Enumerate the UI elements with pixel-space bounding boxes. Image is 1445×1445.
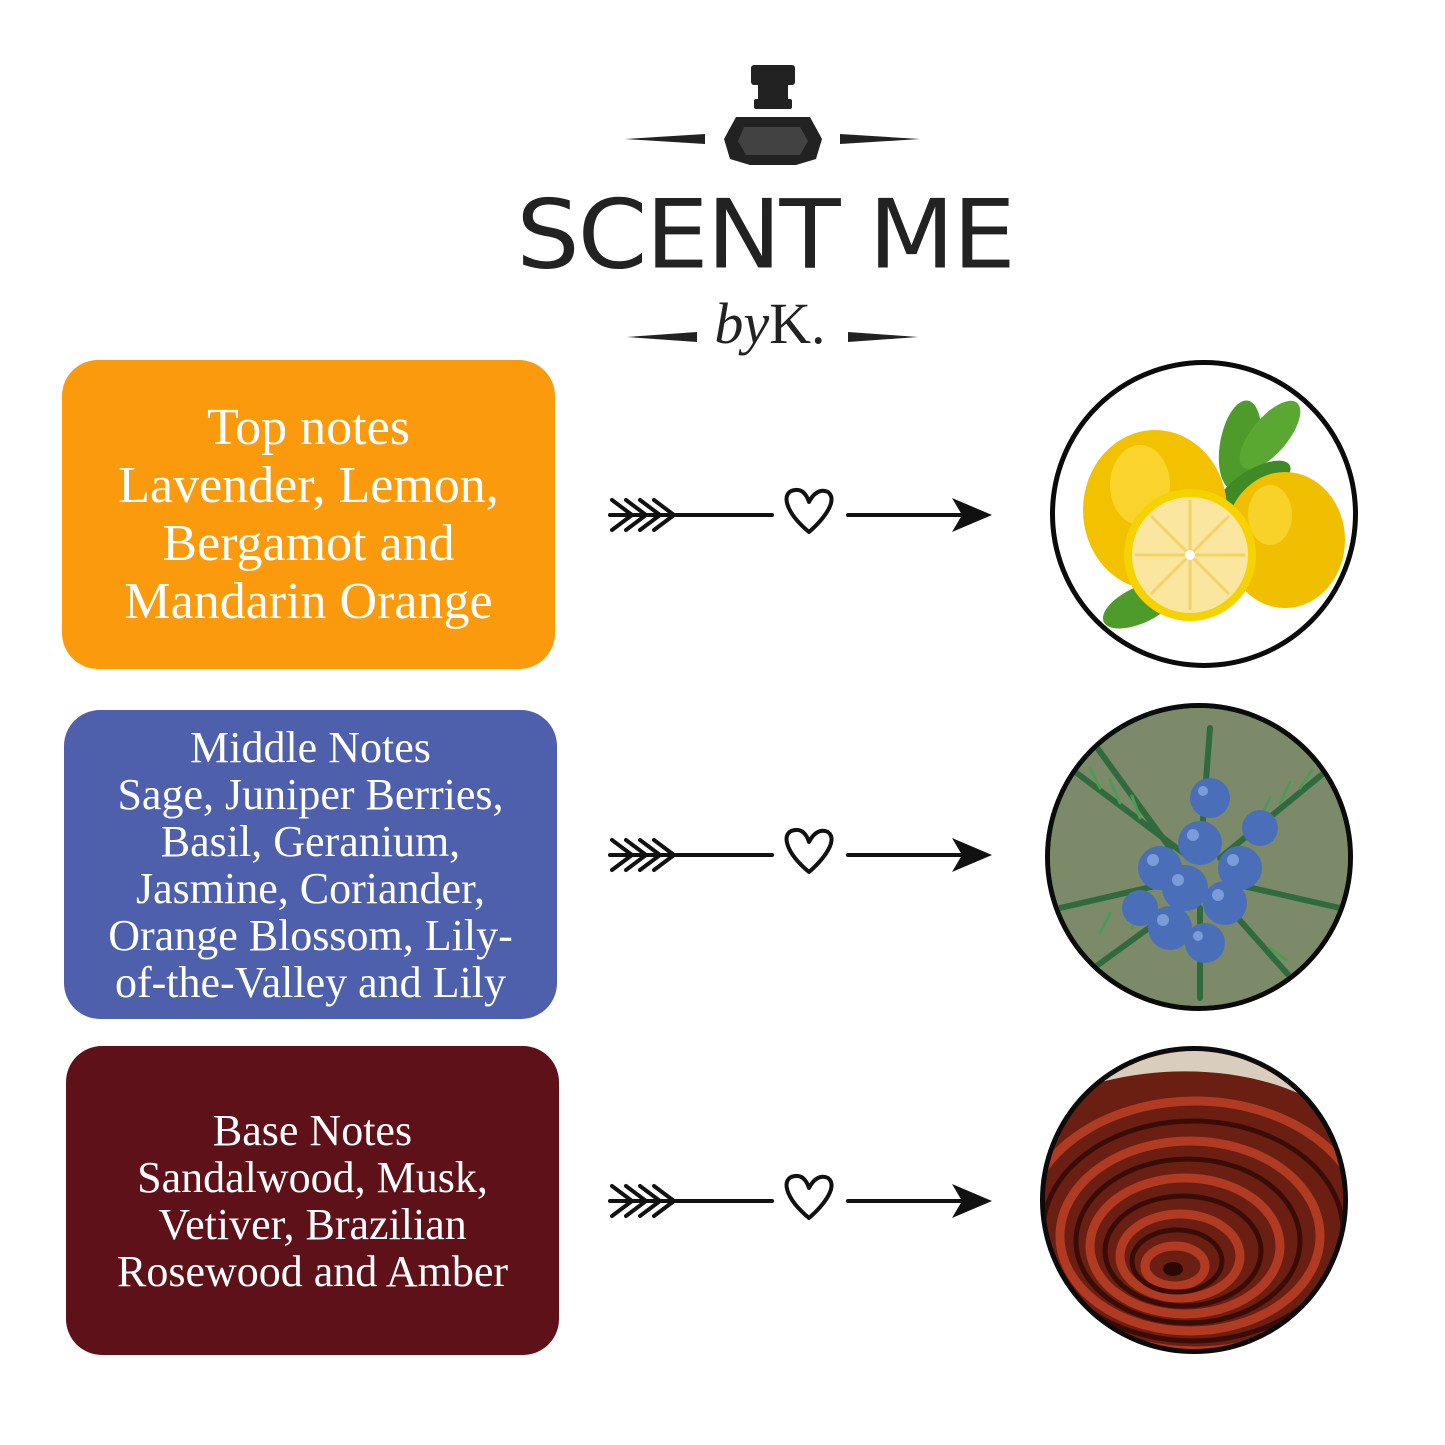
perfume-bottle-icon bbox=[625, 65, 920, 342]
top-notes-title: Top notes bbox=[207, 398, 410, 456]
base-notes-line: Sandalwood, Musk, bbox=[137, 1152, 488, 1202]
brand-by: by bbox=[714, 291, 770, 356]
lemon-image bbox=[1050, 360, 1358, 668]
middle-notes-line: Sage, Juniper Berries, bbox=[117, 769, 504, 819]
base-notes-box: Base Notes Sandalwood, Musk, Vetiver, Br… bbox=[66, 1046, 559, 1355]
top-notes-box: Top notes Lavender, Lemon, Bergamot and … bbox=[62, 360, 555, 669]
middle-notes-line: Basil, Geranium, bbox=[160, 816, 461, 866]
brand-initial: K. bbox=[769, 291, 826, 356]
juniper-berries-image bbox=[1045, 703, 1353, 1011]
middle-notes-line: Jasmine, Coriander, bbox=[136, 863, 485, 913]
rosewood-image bbox=[1040, 1046, 1348, 1354]
base-notes-title: Base Notes bbox=[212, 1105, 413, 1155]
brand-name: SCENT ME bbox=[516, 178, 1016, 291]
top-notes-line: Bergamot and bbox=[162, 514, 455, 572]
middle-notes-box: Middle Notes Sage, Juniper Berries, Basi… bbox=[64, 710, 557, 1019]
base-notes-line: Rosewood and Amber bbox=[116, 1246, 509, 1296]
heart-arrow-icon bbox=[608, 827, 992, 874]
brand-byline: byK. bbox=[700, 295, 840, 353]
middle-notes-title: Middle Notes bbox=[190, 722, 431, 772]
brand-logo: SCENT ME byK. bbox=[500, 55, 1030, 365]
top-notes-line: Mandarin Orange bbox=[124, 572, 493, 630]
heart-arrow-icon bbox=[608, 487, 992, 534]
top-notes-line: Lavender, Lemon, bbox=[118, 456, 499, 514]
base-notes-line: Vetiver, Brazilian bbox=[158, 1199, 467, 1249]
middle-notes-line: of-the-Valley and Lily bbox=[115, 957, 506, 1007]
middle-notes-line: Orange Blossom, Lily- bbox=[108, 910, 513, 960]
heart-arrow-icon bbox=[608, 1173, 992, 1220]
